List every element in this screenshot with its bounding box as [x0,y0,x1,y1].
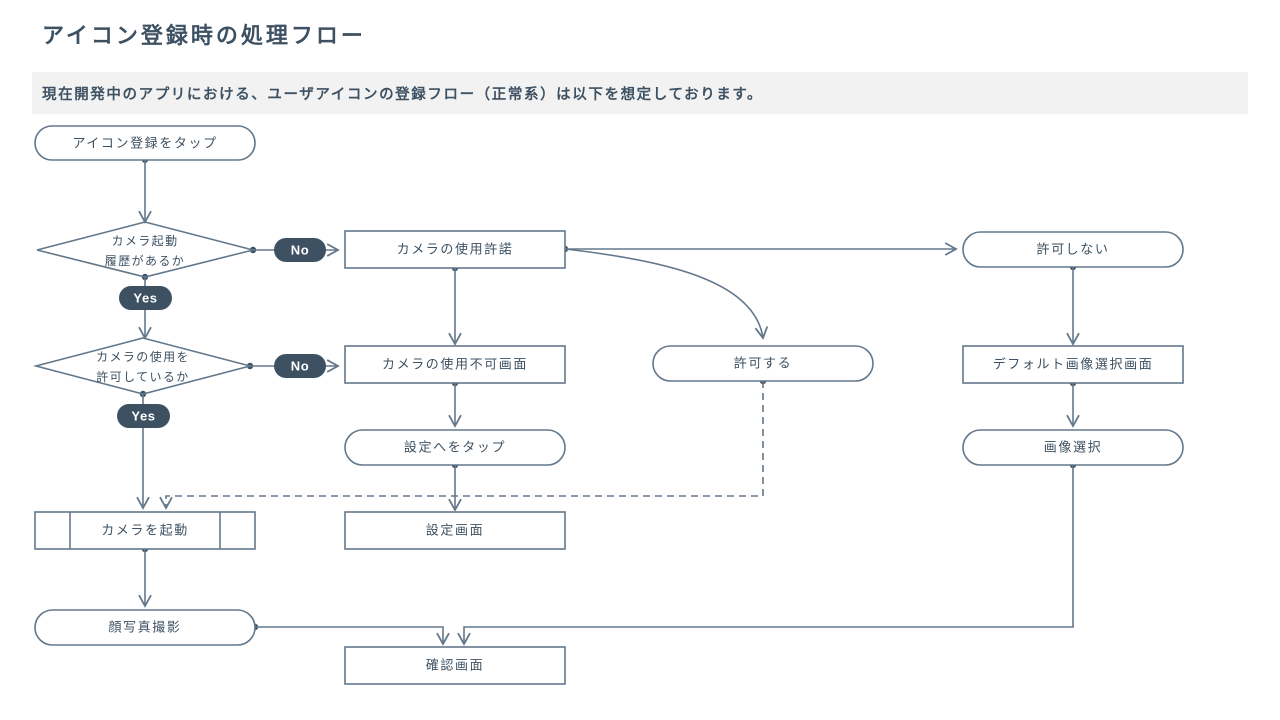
node-camera-unavailable-screen[interactable]: カメラの使用不可画面 [344,345,566,384]
subtitle-band: 現在開発中のアプリにおける、ユーザアイコンの登録フロー（正常系）は以下を想定して… [32,72,1248,114]
edge-default-image-to-pick-image [1066,379,1080,428]
node-label: 顔写真撮影 [108,619,181,634]
node-label: 画像選択 [1044,439,1102,454]
edge-pick-image-to-confirm [457,461,1077,646]
node-camera-usage-consent[interactable]: カメラの使用許諾 [344,230,566,269]
node-tap-to-settings[interactable]: 設定へをタップ [344,429,566,466]
edge-deny-to-default-image [1066,263,1080,346]
node-launch-camera[interactable]: カメラを起動 [34,511,256,550]
edge-launch-camera-to-face-photo [138,545,152,608]
edge-label-text: Yes [131,408,155,423]
node-decision-camera-permission-granted[interactable]: カメラの使用を 許可しているか [32,337,254,395]
node-label-line1: カメラの使用を [96,349,190,364]
node-label-line2: 履歴があるか [105,253,185,268]
edge-label-decision1-yes: Yes [119,286,172,310]
node-label: アイコン登録をタップ [72,135,217,150]
node-image-selection[interactable]: 画像選択 [962,429,1184,466]
node-label: 設定画面 [426,522,484,537]
node-label: 許可しない [1036,241,1109,256]
subtitle-text: 現在開発中のアプリにおける、ユーザアイコンの登録フロー（正常系）は以下を想定して… [42,86,764,103]
node-start-tap-icon-registration[interactable]: アイコン登録をタップ [34,125,256,161]
node-label: 確認画面 [426,657,484,672]
edge-consent-to-deny [561,242,958,256]
node-label-line1: カメラ起動 [111,234,178,248]
node-label-line2: 許可しているか [96,370,189,384]
node-face-photo-capture[interactable]: 顔写真撮影 [34,609,256,646]
edge-label-decision2-yes: Yes [117,404,170,428]
node-default-image-selection-screen[interactable]: デフォルト画像選択画面 [962,345,1184,384]
node-label: デフォルト画像選択画面 [993,356,1154,371]
edge-disabled-to-tap-settings [448,379,462,428]
node-label: カメラの使用許諾 [397,241,514,256]
edge-label-text: No [291,358,310,373]
edge-label-text: No [291,242,310,257]
edge-tap-settings-to-settings [448,461,462,512]
edge-consent-to-allow [564,248,769,340]
node-deny[interactable]: 許可しない [962,231,1184,268]
edge-consent-to-disabled [448,264,462,346]
edge-face-photo-to-confirm [251,623,450,646]
node-allow[interactable]: 許可する [652,345,874,382]
node-label: 設定へをタップ [404,439,506,454]
edge-label-decision2-no: No [274,354,326,378]
edge-start-to-decision1 [138,157,152,224]
node-label: カメラを起動 [101,522,189,537]
node-confirmation-screen[interactable]: 確認画面 [344,646,566,685]
node-settings-screen[interactable]: 設定画面 [344,511,566,550]
page-title: アイコン登録時の処理フロー [42,23,366,48]
edge-label-text: Yes [133,290,157,305]
edge-label-decision1-no: No [274,238,326,262]
node-label: カメラの使用不可画面 [382,356,528,371]
node-decision-camera-launch-history[interactable]: カメラ起動 履歴があるか [36,221,254,278]
node-label: 許可する [734,355,792,370]
